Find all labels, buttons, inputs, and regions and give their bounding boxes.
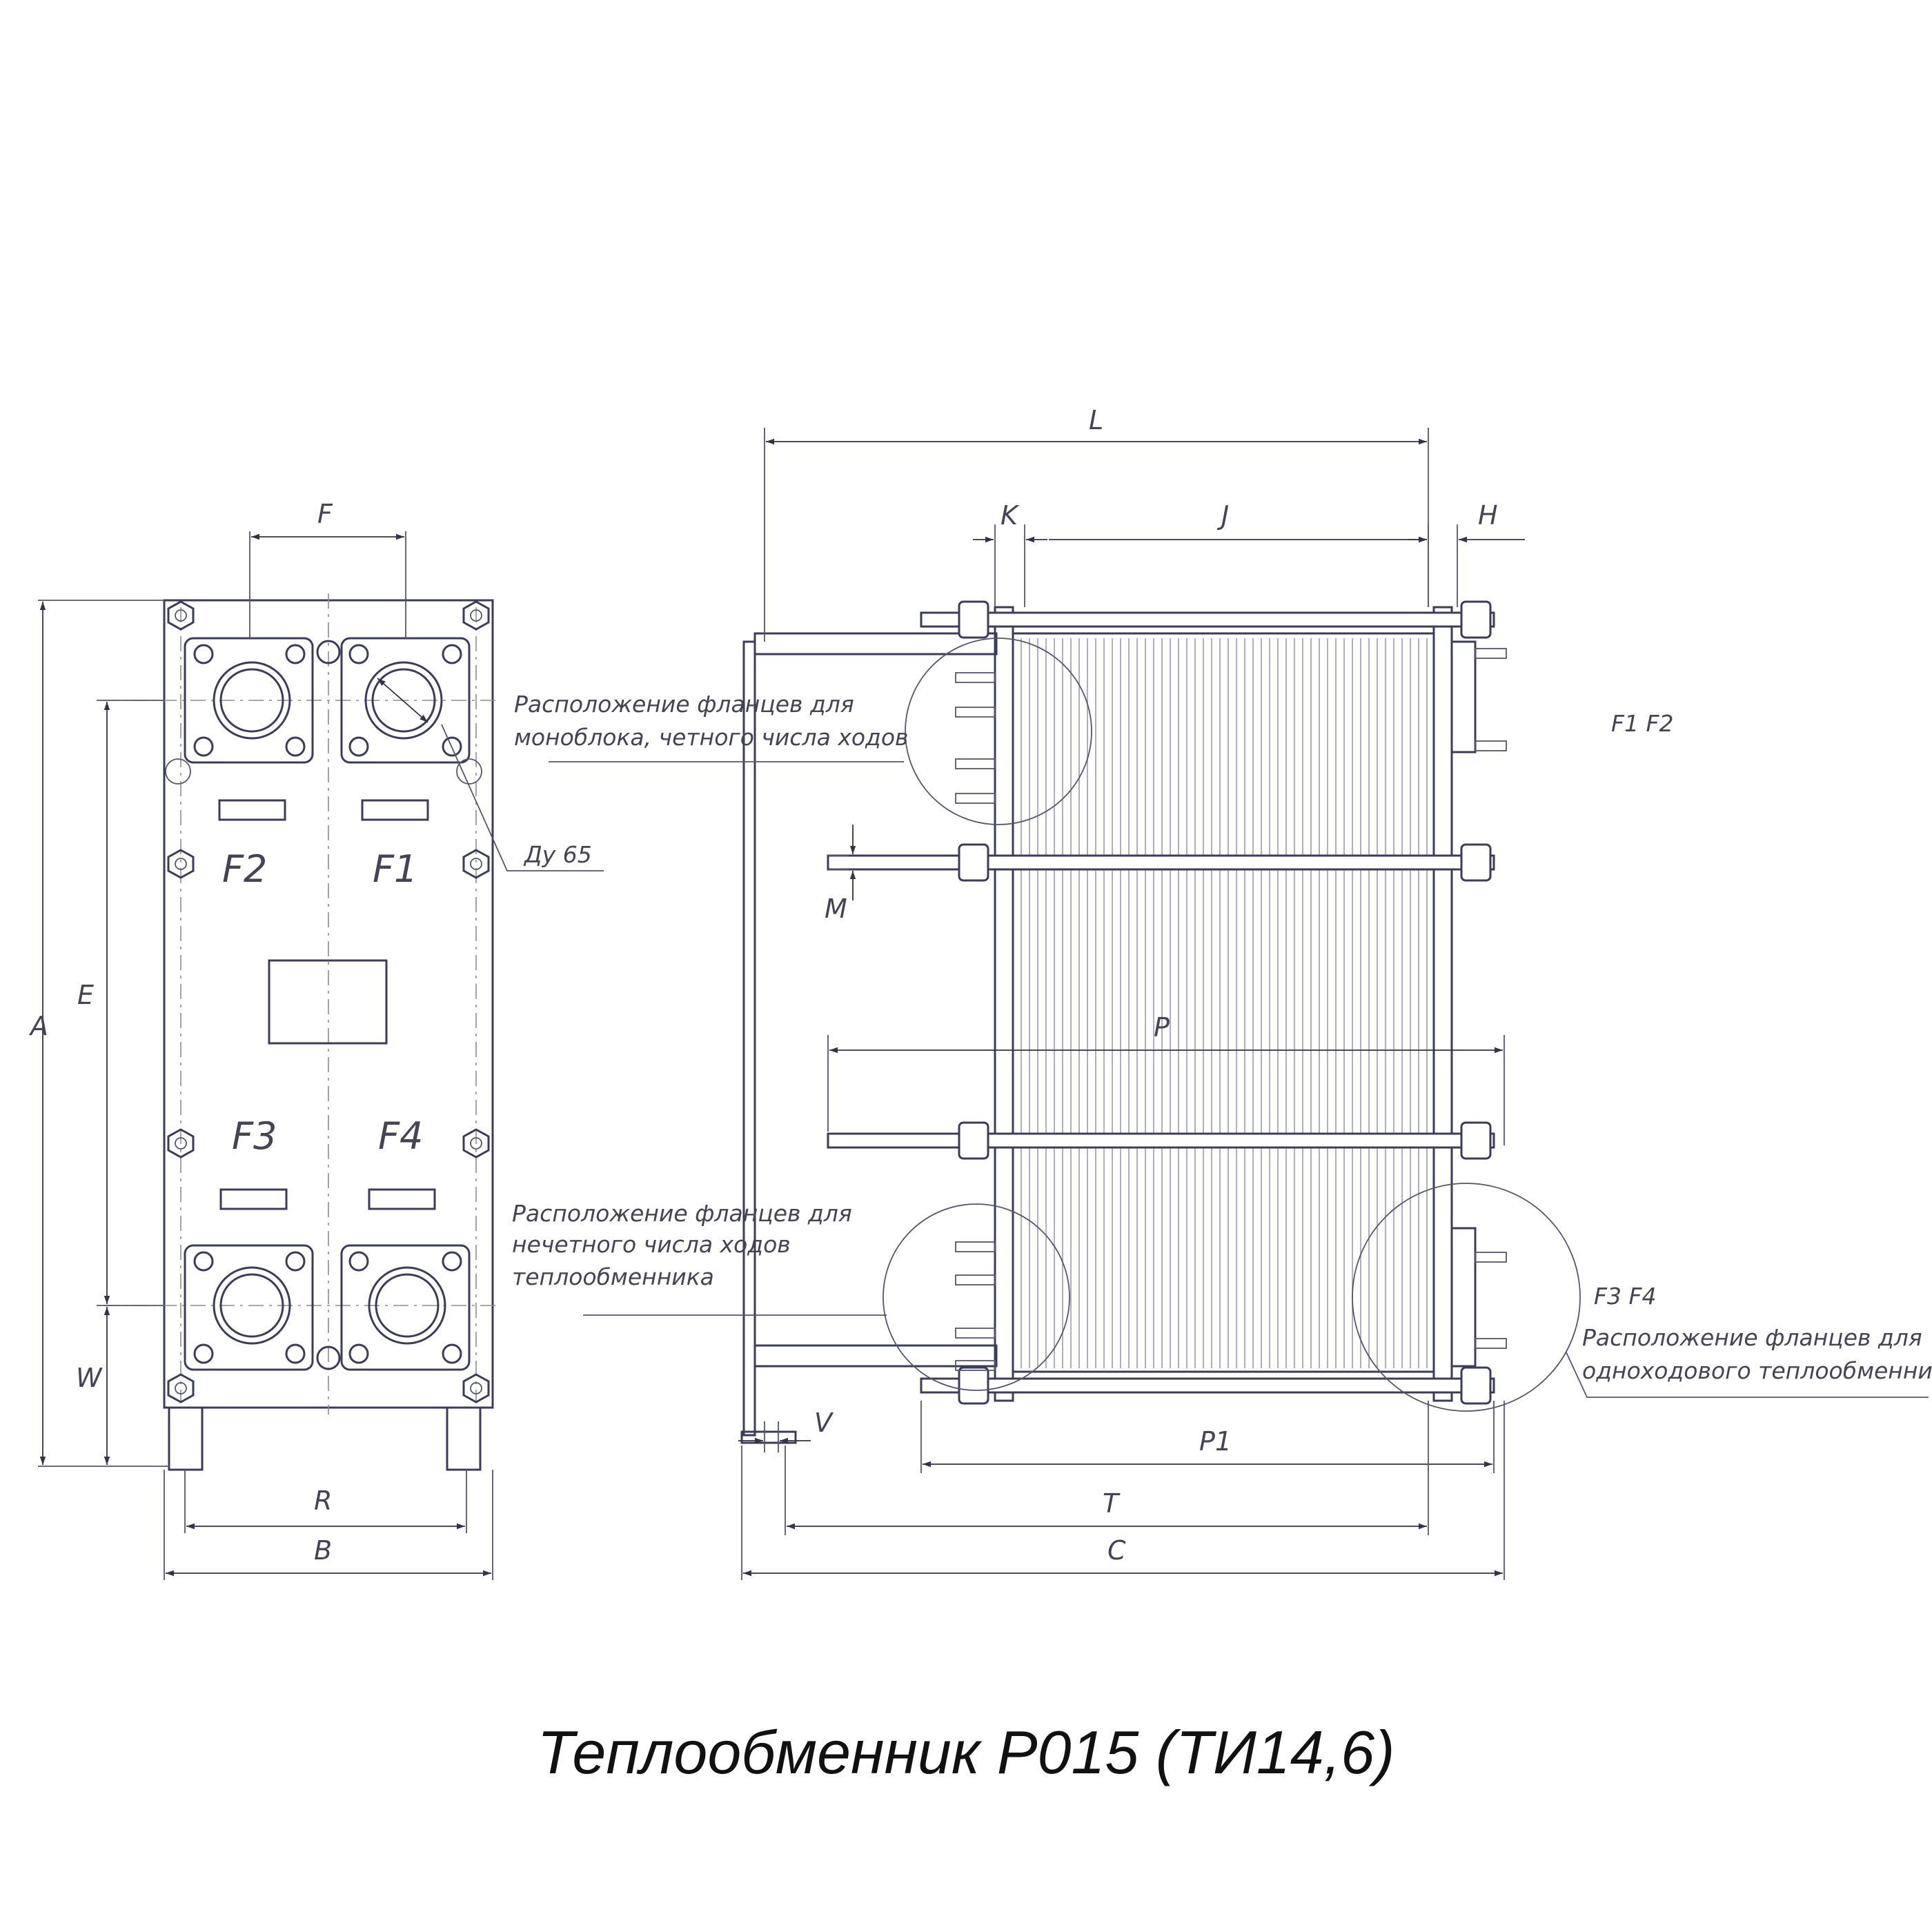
plate-pack bbox=[1012, 632, 1435, 1373]
support-column bbox=[742, 640, 756, 1437]
tie-rods bbox=[827, 611, 1495, 1394]
tie-rod-nuts bbox=[958, 600, 1492, 1405]
label-f4: F4 bbox=[378, 1114, 423, 1158]
detail-circle-single bbox=[1352, 1183, 1581, 1412]
dim-f-label: F bbox=[317, 499, 333, 529]
left-foot bbox=[168, 1406, 204, 1471]
flange-block-bottom-right bbox=[340, 1244, 471, 1371]
slot-top-right bbox=[361, 799, 429, 821]
flange-block-bottom-left bbox=[184, 1244, 314, 1371]
slot-top-left bbox=[218, 799, 286, 821]
front-dimensions: A E W F R B bbox=[28, 499, 493, 1580]
label-f3: F3 bbox=[232, 1114, 277, 1158]
dim-r-label: R bbox=[314, 1486, 332, 1516]
dim-a-label: A bbox=[28, 1011, 48, 1041]
label-f2: F2 bbox=[222, 847, 267, 891]
du65-label: Ду 65 bbox=[523, 841, 592, 868]
note-single-line2: одноходового теплообменника bbox=[1582, 1357, 1932, 1384]
guide-bar-top bbox=[316, 640, 341, 664]
guide-bar-bottom bbox=[316, 1346, 341, 1370]
lifting-hole-right bbox=[456, 758, 482, 785]
dim-j-label: J bbox=[1216, 500, 1229, 531]
drawing-title: Теплообменник Р015 (ТИ14,6) bbox=[538, 1718, 1395, 1786]
dim-p-label: P bbox=[1154, 1012, 1170, 1043]
flange-block-top-left bbox=[184, 637, 314, 764]
slot-bottom-right bbox=[368, 1188, 436, 1210]
note-single-line1: Расположение фланцев для bbox=[1582, 1324, 1922, 1351]
note-top-right: F1 F2 bbox=[1611, 710, 1673, 737]
lower-guide-bar bbox=[753, 1344, 998, 1368]
side-dimensions: L K J H M P V P1 bbox=[738, 405, 1525, 1580]
pressure-plate-flange-bottom bbox=[1450, 1227, 1477, 1368]
label-f1: F1 bbox=[373, 847, 417, 891]
column-foot bbox=[740, 1430, 797, 1444]
upper-guide-bar bbox=[753, 632, 998, 656]
side-view: Расположение фланцев для моноблока, четн… bbox=[512, 600, 1932, 1444]
tie-bolt-nuts bbox=[167, 600, 490, 1403]
note-even-line1: Расположение фланцев для bbox=[514, 691, 854, 718]
front-view: F2 F1 F3 F4 Ду 65 bbox=[103, 593, 604, 1471]
dim-l-label: L bbox=[1089, 405, 1103, 435]
dim-m-label: M bbox=[825, 894, 847, 924]
dim-p1-label: P1 bbox=[1199, 1426, 1232, 1457]
nameplate bbox=[268, 959, 388, 1045]
leader-single bbox=[1566, 1352, 1929, 1398]
detail-circle-even bbox=[905, 638, 1092, 825]
lifting-hole-left bbox=[165, 758, 191, 785]
note-odd-line2: нечетного числа ходов bbox=[512, 1231, 791, 1258]
flange-studs bbox=[955, 648, 1507, 1371]
dim-v-label: V bbox=[814, 1408, 834, 1438]
note-bottom-right: F3 F4 bbox=[1594, 1283, 1656, 1310]
note-odd-line3: теплообменника bbox=[512, 1263, 714, 1290]
slot-bottom-left bbox=[219, 1188, 288, 1210]
plate-lines bbox=[1021, 638, 1428, 1368]
dim-t-label: T bbox=[1103, 1488, 1121, 1519]
dim-w-label: W bbox=[76, 1363, 103, 1393]
flange-bolts bbox=[193, 644, 462, 1364]
du65-leader bbox=[441, 724, 604, 871]
dim-b-label: B bbox=[314, 1535, 332, 1566]
dim-h-label: H bbox=[1478, 500, 1498, 531]
dim-c-label: C bbox=[1107, 1535, 1126, 1566]
dim-k-label: K bbox=[1000, 500, 1020, 531]
fixed-frame-plate bbox=[994, 606, 1014, 1402]
dim-e-label: E bbox=[77, 980, 94, 1010]
pressure-plate-flange-top bbox=[1450, 640, 1477, 753]
note-odd-line1: Расположение фланцев для bbox=[512, 1200, 852, 1227]
right-foot bbox=[446, 1406, 482, 1471]
detail-circle-odd bbox=[883, 1203, 1070, 1391]
note-even-line2: моноблока, четного числа ходов bbox=[514, 724, 909, 751]
pressure-plate bbox=[1432, 606, 1453, 1402]
